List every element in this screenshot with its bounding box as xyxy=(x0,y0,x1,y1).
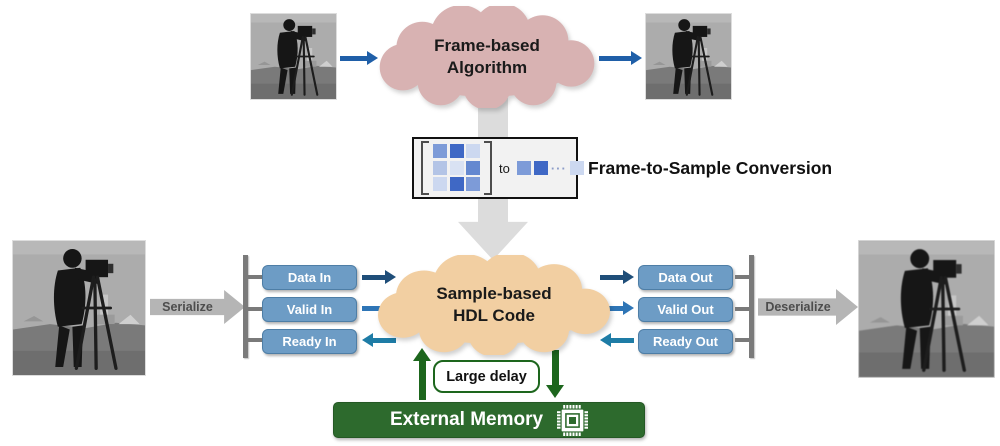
deserialize-arrow: Deserialize xyxy=(758,289,858,325)
data-out-port: Data Out xyxy=(638,265,733,290)
arrow-head xyxy=(631,51,642,65)
matrix-cell xyxy=(466,160,480,175)
arrow-shaft xyxy=(551,350,559,385)
arrow-shaft xyxy=(599,55,631,61)
data-out-arrow-icon xyxy=(600,270,634,284)
bus-tick xyxy=(735,338,751,342)
external-memory-box: External Memory xyxy=(333,402,645,438)
matrix-cell xyxy=(433,160,447,175)
sample-stream-icon: ··· xyxy=(516,160,584,176)
hdl-cloud-label-line1: Sample-based xyxy=(436,283,552,303)
data-in-port: Data In xyxy=(262,265,357,290)
matrix-cell xyxy=(449,177,464,191)
matrix-cell xyxy=(449,160,464,175)
hdl-cloud-label-line2: HDL Code xyxy=(453,306,535,325)
arrow-shaft xyxy=(600,274,623,280)
frame-input-arrow-icon xyxy=(340,51,378,65)
arrow-shaft xyxy=(362,274,385,280)
deserialize-label: Deserialize xyxy=(765,300,831,314)
frame-based-algorithm-cloud: Frame-based Algorithm xyxy=(376,6,598,108)
output-stream-image xyxy=(858,240,995,378)
large-delay-badge: Large delay xyxy=(433,360,540,393)
arrow-head xyxy=(546,385,564,398)
arrow-head xyxy=(623,270,634,284)
arrow-shaft xyxy=(340,55,367,61)
frame-to-sample-box: to ··· xyxy=(412,137,584,199)
frame-output-arrow-icon xyxy=(599,51,642,65)
large-delay-label: Large delay xyxy=(446,368,527,385)
cameraman-image xyxy=(859,241,994,377)
output-bus-bar xyxy=(749,255,754,358)
ready-out-port: Ready Out xyxy=(638,329,733,354)
arrow-head xyxy=(623,301,634,315)
input-bus-bar xyxy=(243,255,248,358)
frame-cloud-label-line2: Algorithm xyxy=(446,58,528,77)
arrow-shaft xyxy=(600,305,623,311)
matrix-grid xyxy=(429,141,484,195)
frame-matrix-icon xyxy=(421,141,492,195)
matrix-bracket-right xyxy=(484,141,492,195)
valid-out-port: Valid Out xyxy=(638,297,733,322)
matrix-cell xyxy=(466,177,480,191)
bus-tick xyxy=(735,307,751,311)
input-stream-image xyxy=(12,240,146,376)
bus-tick xyxy=(247,307,263,311)
matrix-cell xyxy=(466,144,480,158)
arrow-shaft xyxy=(418,361,426,400)
arrow-shaft xyxy=(373,337,396,343)
memory-chip-icon xyxy=(557,405,588,436)
sample-cell xyxy=(569,161,584,175)
ready-in-arrow-icon xyxy=(362,333,396,347)
sample-cell xyxy=(516,161,531,175)
arrow-head xyxy=(367,51,378,65)
bus-tick xyxy=(247,275,263,279)
arrow-head xyxy=(385,270,396,284)
sample-cell xyxy=(533,161,548,175)
bus-tick xyxy=(735,275,751,279)
arrow-shaft xyxy=(611,337,634,343)
frame-cloud-label: Frame-based Algorithm xyxy=(434,35,540,79)
serialize-arrow: Serialize xyxy=(150,290,245,324)
matrix-cell xyxy=(433,177,447,191)
cameraman-image xyxy=(251,14,336,99)
frame-cloud-label-line1: Frame-based xyxy=(434,35,540,55)
serialize-label: Serialize xyxy=(162,300,213,314)
cameraman-image xyxy=(646,14,731,99)
arrow-head xyxy=(600,333,611,347)
output-frame-image xyxy=(645,13,732,100)
external-memory-label: External Memory xyxy=(389,409,544,430)
sample-based-hdl-cloud: Sample-based HDL Code xyxy=(374,255,614,355)
data-in-arrow-icon xyxy=(362,270,396,284)
bus-tick xyxy=(247,338,263,342)
memory-write-arrow-icon xyxy=(546,350,564,398)
arrow-head xyxy=(413,348,431,361)
ellipsis-dots: ··· xyxy=(550,160,567,176)
valid-in-port: Valid In xyxy=(262,297,357,322)
valid-out-arrow-icon xyxy=(600,301,634,315)
matrix-bracket-left xyxy=(421,141,429,195)
arrow-shaft xyxy=(362,305,385,311)
matrix-cell xyxy=(433,144,447,158)
matrix-cell xyxy=(449,144,464,158)
arrow-head xyxy=(362,333,373,347)
cameraman-image xyxy=(13,241,145,375)
ready-out-arrow-icon xyxy=(600,333,634,347)
input-frame-image xyxy=(250,13,337,100)
to-label: to xyxy=(499,160,510,176)
memory-read-arrow-icon xyxy=(413,348,431,400)
conversion-title: Frame-to-Sample Conversion xyxy=(588,157,833,178)
ready-in-port: Ready In xyxy=(262,329,357,354)
hdl-cloud-label: Sample-based HDL Code xyxy=(436,283,551,327)
